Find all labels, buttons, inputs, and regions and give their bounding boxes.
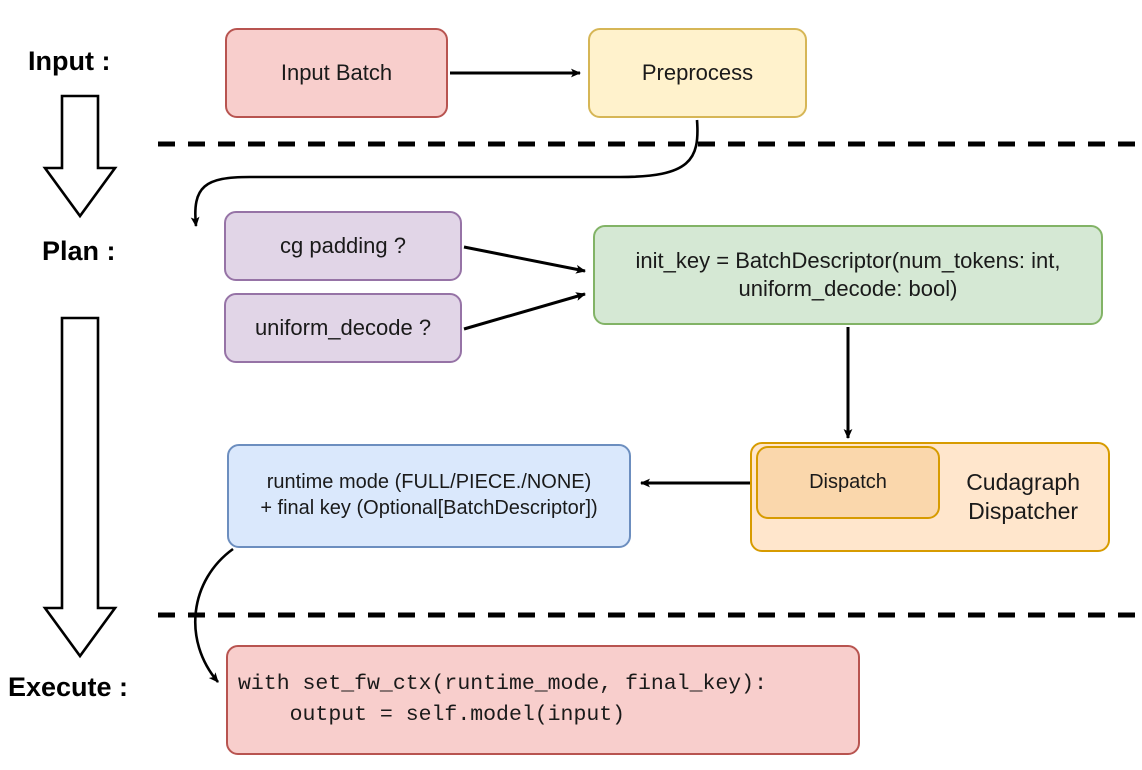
connector-preprocess-to-cg-padding: [190, 119, 699, 227]
input-to-plan-block-arrow: [42, 94, 118, 219]
node-cg-padding[interactable]: cg padding ?: [224, 211, 462, 281]
stage-label-execute: Execute :: [8, 672, 129, 702]
stage-label-plan: Plan :: [42, 236, 116, 266]
stage-label-input: Input :: [28, 46, 111, 76]
plan-to-execute-block-arrow: [42, 316, 118, 659]
connector-runtime-mode-to-execute-code: [194, 547, 234, 683]
node-execute-code[interactable]: with set_fw_ctx(runtime_mode, final_key)…: [226, 645, 860, 755]
node-input-batch[interactable]: Input Batch: [225, 28, 448, 118]
connector-cg-padding-to-init-key: [463, 245, 586, 274]
node-preprocess[interactable]: Preprocess: [588, 28, 807, 118]
node-dispatch[interactable]: Dispatch: [756, 446, 940, 519]
connector-uniform-decode-to-init-key: [463, 292, 586, 331]
node-uniform-decode[interactable]: uniform_decode ?: [224, 293, 462, 363]
node-runtime-mode[interactable]: runtime mode (FULL/PIECE./NONE) + final …: [227, 444, 631, 548]
node-init-key[interactable]: init_key = BatchDescriptor(num_tokens: i…: [593, 225, 1103, 325]
